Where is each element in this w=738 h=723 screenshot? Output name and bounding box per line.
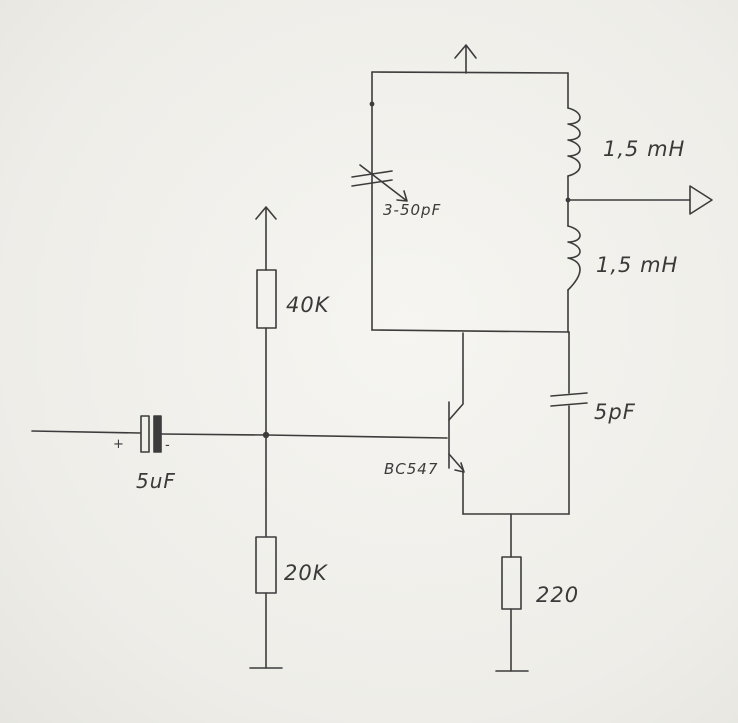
feedback-capacitor-plate-top (550, 392, 588, 397)
variable-capacitor-arrow (359, 164, 408, 202)
input-wire (31, 430, 141, 434)
inductor-top-label: 1,5 mH (603, 137, 685, 161)
resistor-40k-label: 40K (286, 293, 331, 317)
inductor-bottom-label: 1,5 mH (596, 253, 678, 277)
input-capacitor-plate-positive (140, 415, 150, 453)
variable-capacitor-plate-bottom (351, 179, 393, 187)
tank-top-left-junction (369, 101, 375, 107)
input-capacitor-plus-label: + (113, 437, 125, 452)
output-terminal-arrow (689, 185, 713, 215)
tank-bottom-wire (371, 329, 570, 333)
variable-capacitor-label: 3-50pF (383, 201, 441, 219)
tank-top-wire (371, 71, 569, 74)
inductor-top-coil (567, 107, 581, 177)
resistor-40k (256, 269, 277, 329)
resistor-220 (501, 556, 522, 610)
feedback-capacitor-label: 5pF (594, 400, 636, 424)
vcc-arrow-left (255, 206, 277, 271)
input-capacitor-minus-label: - (165, 438, 171, 453)
transistor-emitter-arrow (454, 462, 465, 473)
input-capacitor-label: 5uF (136, 469, 176, 493)
resistor-220-label: 220 (536, 583, 579, 607)
vcc-arrow-top (454, 44, 477, 74)
inductor-bottom-coil (567, 225, 581, 291)
transistor-collector-lead (448, 332, 464, 421)
transistor-label: BC547 (384, 460, 438, 478)
input-capacitor-plate-negative (153, 415, 162, 453)
resistor-20k-label: 20K (284, 561, 329, 585)
resistor-20k (255, 536, 277, 594)
input-capacitor-to-node-wire (160, 433, 267, 436)
base-wire (265, 434, 448, 439)
feedback-capacitor-plate-bottom (550, 402, 588, 407)
